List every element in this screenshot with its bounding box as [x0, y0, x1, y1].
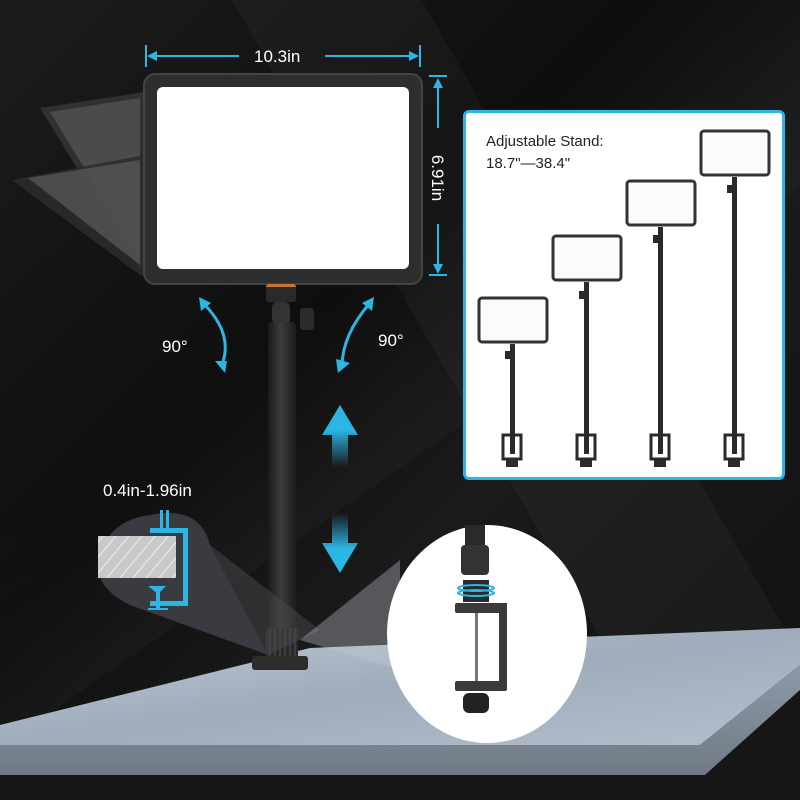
stand-stage-4	[699, 129, 771, 467]
ball-head-mount	[266, 284, 296, 302]
clamp-range-label: 0.4in-1.96in	[103, 481, 192, 500]
light-panel	[143, 73, 423, 285]
width-dim-tick-right	[419, 45, 421, 67]
rotate-right-label: 90°	[378, 331, 404, 350]
height-dim-tick-top	[429, 75, 447, 77]
tilted-panel-ghosts	[12, 92, 145, 275]
zoom-beam	[300, 560, 400, 670]
rotate-arrow-left	[199, 297, 227, 373]
clamp-detail-illustration	[455, 525, 507, 713]
clamp-diagram-icon	[98, 510, 188, 610]
light-panel-face	[157, 87, 409, 269]
width-dim-tick-left	[145, 45, 147, 67]
clamp-base	[252, 656, 308, 670]
stand-panel-range: 18.7"—38.4"	[486, 155, 571, 172]
stand-panel-text: Adjustable Stand: 18.7"—38.4"	[486, 131, 604, 175]
adjustable-stand-panel: Adjustable Stand: 18.7"—38.4"	[463, 110, 785, 480]
tilt-knob	[300, 308, 314, 330]
width-dim-arrows	[147, 51, 419, 61]
stand-panel-title: Adjustable Stand:	[486, 133, 604, 150]
rotate-left-label: 90°	[162, 337, 188, 356]
rotate-arrow-right	[336, 297, 374, 373]
height-dim-tick-bottom	[429, 274, 447, 276]
stand-stage-3	[625, 179, 697, 467]
height-label: 6.91in	[428, 154, 447, 202]
height-adjust-arrows	[322, 405, 358, 573]
width-label: 10.3in	[254, 47, 301, 66]
stand-stage-2	[551, 234, 623, 467]
stand-stage-1	[477, 296, 549, 467]
height-dim-arrows	[433, 78, 443, 274]
stand-pole	[268, 322, 296, 632]
stand-height-stages	[477, 129, 771, 467]
ball-head-joint	[272, 302, 290, 324]
